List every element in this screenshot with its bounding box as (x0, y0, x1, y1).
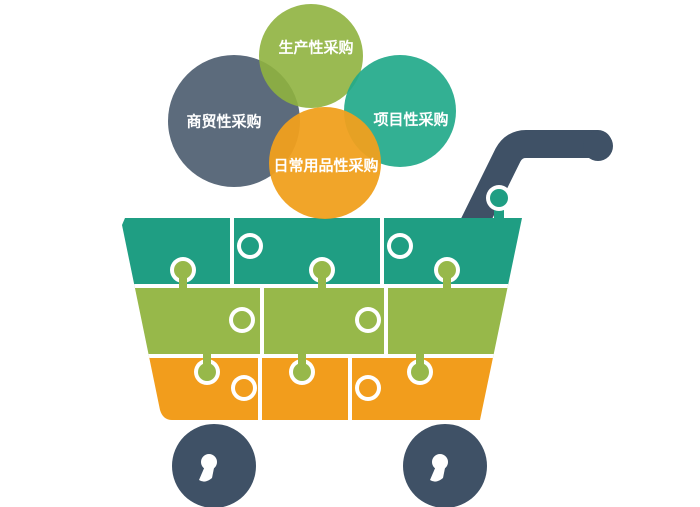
puzzle-tabs (170, 233, 460, 401)
bubble-group: 商贸性采购 生产性采购 项目性采购 日常用品性采购 (168, 4, 456, 219)
bubble-richang (269, 107, 381, 219)
handle-connector (486, 185, 512, 222)
bubble-shangmao (168, 55, 300, 187)
label-richang: 日常用品性采购 (273, 157, 378, 175)
wheel-right (403, 424, 487, 507)
label-xiangmu: 项目性采购 (373, 111, 448, 129)
wheel-left (172, 424, 256, 507)
basket-row-green (122, 286, 522, 356)
label-shangmao: 商贸性采购 (186, 113, 261, 131)
cart-handle (458, 130, 613, 242)
basket-row-orange (122, 356, 522, 420)
cart-basket (122, 218, 522, 420)
label-shengchan: 生产性采购 (278, 39, 353, 57)
bubble-shengchan (259, 4, 363, 108)
